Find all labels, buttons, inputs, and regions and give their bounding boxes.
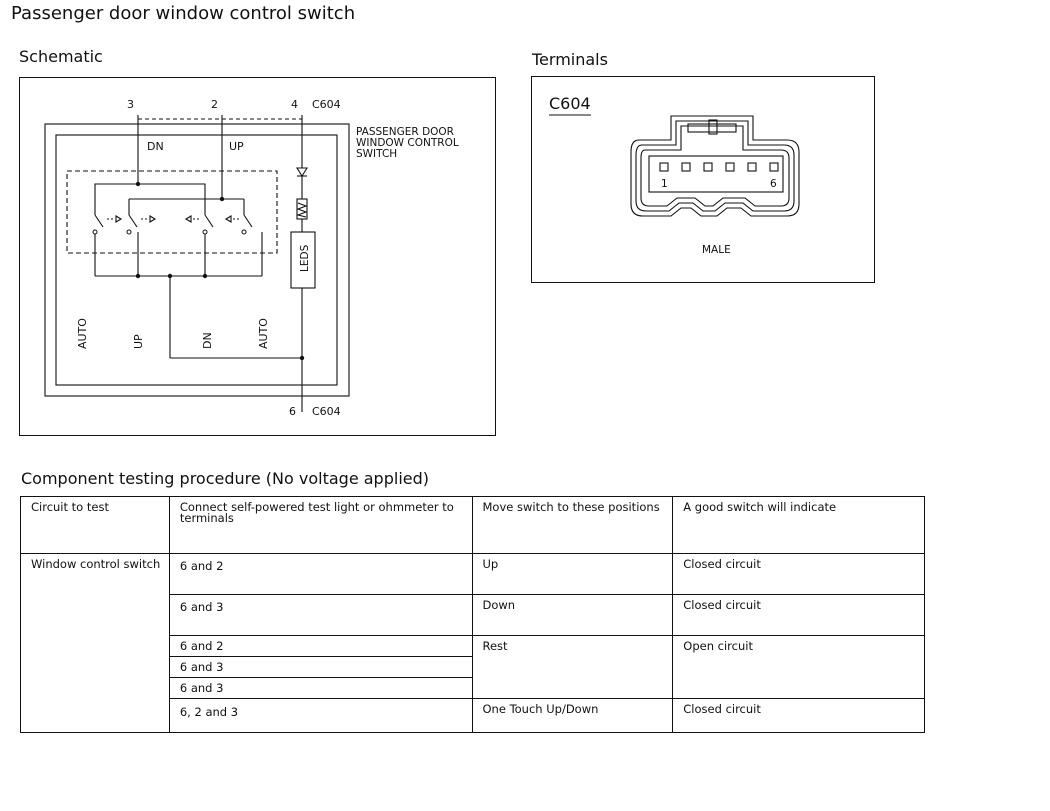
up-label: UP: [229, 140, 244, 153]
result-cell: Open circuit: [672, 635, 925, 699]
position-auto-right: AUTO: [257, 317, 270, 348]
position-up: UP: [132, 333, 145, 348]
circuit-cell: Window control switch: [20, 553, 170, 733]
result-cell: Closed circuit: [672, 698, 925, 733]
page-title: Passenger door window control switch: [11, 3, 356, 24]
result-cell: Closed circuit: [672, 553, 925, 595]
switch-label-line-2: WINDOW CONTROL: [356, 137, 459, 149]
position-dn: DN: [201, 332, 214, 349]
connector-diagram: C604 1 6 MALE: [548, 94, 800, 256]
switch-label-line-1: PASSENGER DOOR: [356, 126, 454, 138]
switch-assembly-outline: [65, 169, 278, 254]
header-terminals: Connect self-powered test light or ohmme…: [168, 496, 473, 554]
connector-pins: [658, 161, 779, 172]
table-header-row: Circuit to test Connect self-powered tes…: [20, 496, 925, 554]
table-row: Window control switch 6 and 2 Up Closed …: [20, 553, 925, 733]
terminals-cell: 6, 2 and 3: [168, 698, 473, 733]
terminals-cell: 6 and 3: [168, 677, 473, 699]
table-row: 6, 2 and 3 One Touch Up/Down Closed circ…: [21, 698, 925, 733]
position-cell: Down: [471, 594, 674, 636]
connector-top-label: C604: [312, 98, 341, 111]
procedure-heading: Component testing procedure (No voltage …: [21, 469, 429, 488]
result-cell: Closed circuit: [672, 594, 925, 636]
pin-6-label: 6: [770, 178, 777, 190]
header-circuit: Circuit to test: [20, 496, 170, 554]
position-auto-left: AUTO: [76, 317, 89, 348]
procedure-table: Circuit to test Connect self-powered tes…: [20, 496, 925, 733]
schematic-heading: Schematic: [19, 47, 103, 66]
pin-2-label: 2: [211, 98, 218, 111]
header-positions: Move switch to these positions: [471, 496, 674, 554]
terminals-cell: 6 and 2: [168, 635, 473, 657]
connector-body: [629, 114, 800, 217]
terminals-heading: Terminals: [532, 50, 608, 69]
terminals-cell: 6 and 3: [168, 656, 473, 678]
diode-symbol: [295, 166, 308, 177]
schematic-panel: 3 2 4 C604 PASSENGER DOOR WINDOW CONTROL…: [19, 77, 496, 436]
switch-housing-outer: [43, 122, 350, 397]
connector-bottom-label: C604: [312, 405, 341, 418]
table-row: 6 and 3 Down Closed circuit: [21, 594, 925, 636]
terminals-cell: 6 and 2: [168, 553, 473, 595]
leds-label: LEDS: [299, 244, 311, 272]
position-cell: One Touch Up/Down: [471, 698, 674, 733]
dn-label: DN: [147, 140, 164, 153]
connector-label: C604: [549, 94, 591, 113]
terminals-cell: 6 and 3: [168, 594, 473, 636]
schematic-diagram: 3 2 4 C604 PASSENGER DOOR WINDOW CONTROL…: [43, 98, 459, 418]
leds-box: [289, 230, 316, 289]
header-indication: A good switch will indicate: [672, 496, 925, 554]
position-cell: Rest: [471, 635, 674, 699]
pin-3-label: 3: [127, 98, 134, 111]
gender-label: MALE: [702, 244, 731, 256]
pin-6-label: 6: [289, 405, 296, 418]
switch-housing-inner: [54, 133, 338, 386]
pin-4-label: 4: [291, 98, 298, 111]
position-cell: Up: [471, 553, 674, 595]
terminals-panel: C604 1 6 MALE: [531, 76, 875, 283]
switch-label-line-3: SWITCH: [356, 148, 397, 160]
pin-1-label: 1: [661, 178, 668, 190]
